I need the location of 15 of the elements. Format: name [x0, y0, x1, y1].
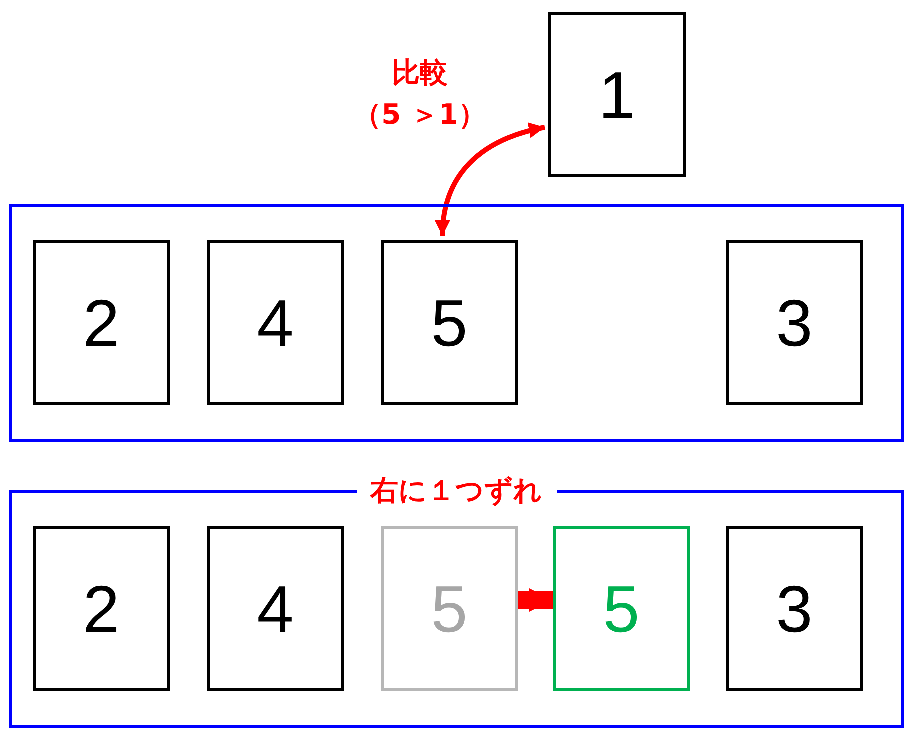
number-card: 2 — [33, 526, 170, 691]
arrow — [436, 123, 546, 236]
number-card: 3 — [726, 240, 863, 405]
number-card: 2 — [33, 240, 170, 405]
group-frame — [9, 204, 904, 442]
number-card: 3 — [726, 526, 863, 691]
edge-label: 比較（5 ＞1） — [352, 55, 488, 133]
number-card: 1 — [548, 12, 686, 177]
number-card: 4 — [207, 240, 344, 405]
arrow — [518, 588, 553, 612]
frame-heading: 右に１つずれ — [356, 474, 556, 507]
number-card: 5 — [381, 240, 518, 405]
number-card: 4 — [207, 526, 344, 691]
number-card: 5 — [553, 526, 690, 691]
number-card: 5 — [381, 526, 518, 691]
